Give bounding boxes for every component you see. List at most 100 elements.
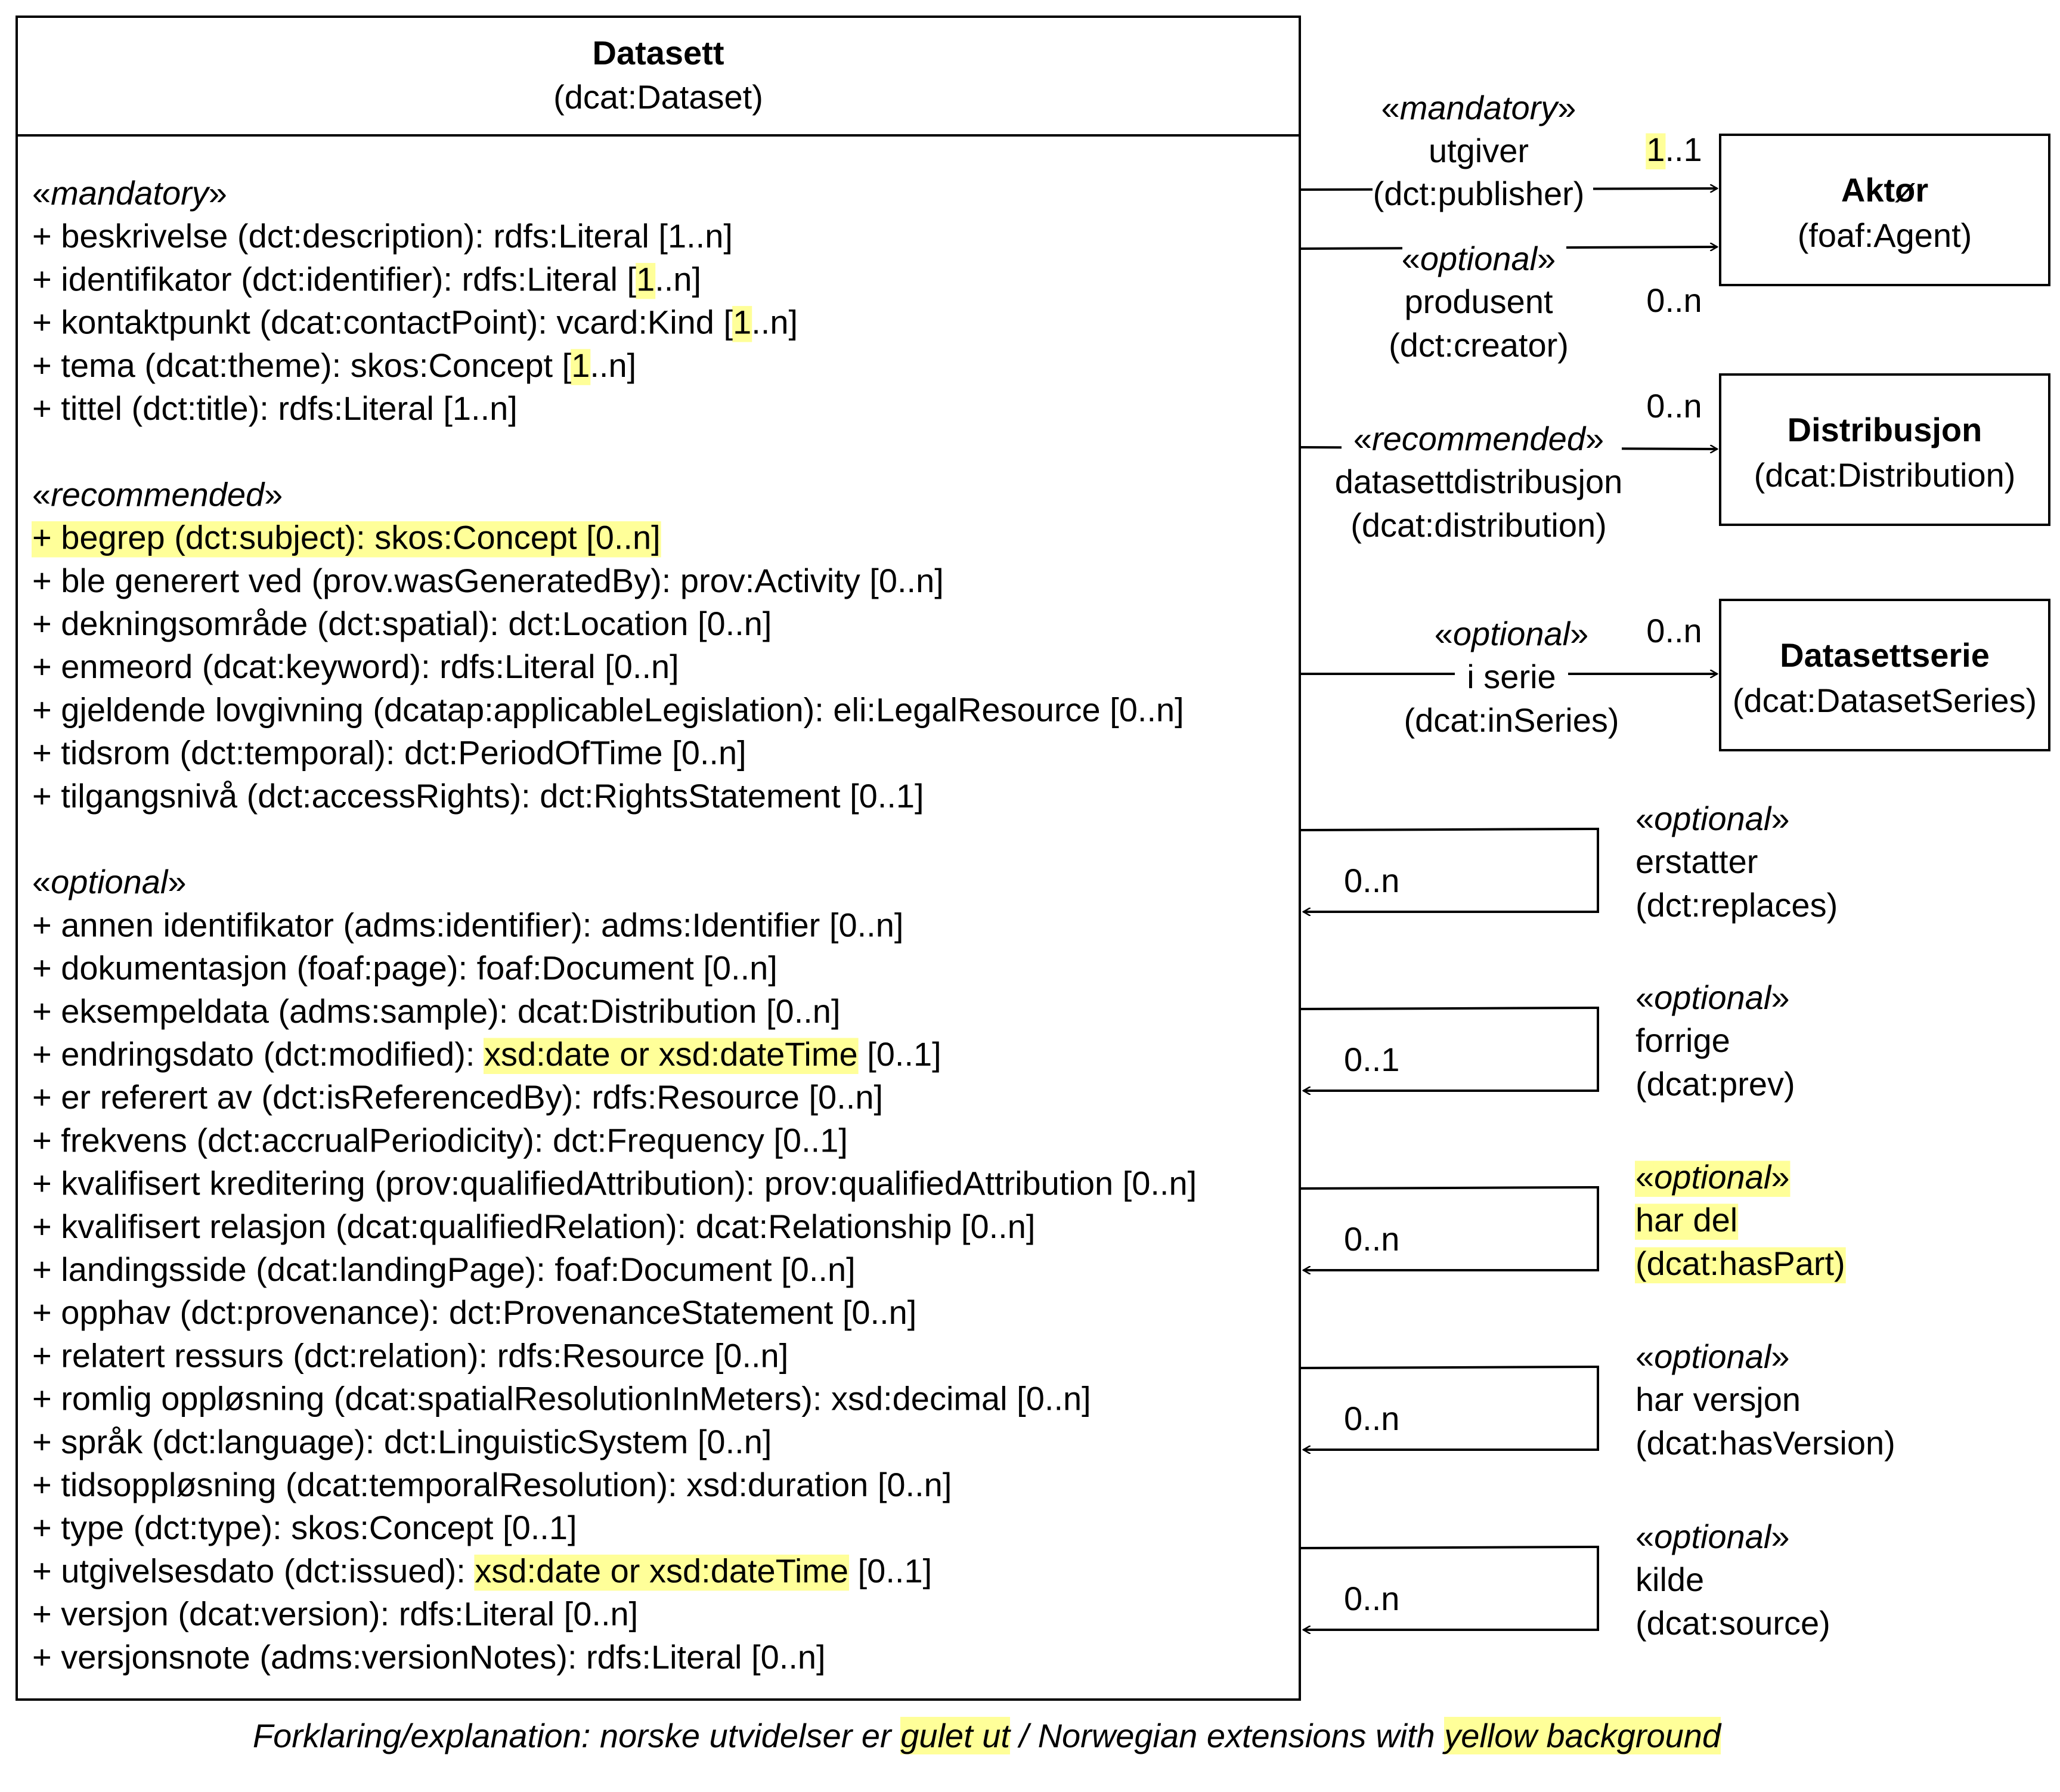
attribute-row: + relatert ressurs (dct:relation): rdfs:…	[32, 1336, 788, 1374]
stereotype-label: «recommended»	[32, 475, 283, 513]
svg-text:+ begrep (dct:subject): skos:C: + begrep (dct:subject): skos:Concept [0.…	[32, 519, 661, 556]
multiplicity-label: 0..n	[1344, 862, 1399, 899]
multiplicity-label: 0..1	[1344, 1041, 1399, 1078]
association-label: datasettdistribusjon	[1335, 463, 1623, 500]
class-title: Distribusjon	[1788, 411, 1982, 448]
attribute-row: + versjon (dcat:version): rdfs:Literal […	[32, 1595, 638, 1633]
svg-text:(dcat:Distribution): (dcat:Distribution)	[1754, 456, 2016, 494]
attribute-row: + eksempeldata (adms:sample): dcat:Distr…	[32, 992, 841, 1030]
svg-text:0..n: 0..n	[1344, 1580, 1399, 1617]
svg-text:+ endringsdato (dct:modified):: + endringsdato (dct:modified): xsd:date …	[32, 1035, 941, 1073]
svg-text:+ tidsrom (dct:temporal): dct:: + tidsrom (dct:temporal): dct:PeriodOfTi…	[32, 734, 746, 772]
svg-text:«optional»: «optional»	[1635, 979, 1789, 1016]
svg-text:+ kvalifisert relasjon (dcat:q: + kvalifisert relasjon (dcat:qualifiedRe…	[32, 1208, 1035, 1245]
attribute-row: + er referert av (dct:isReferencedBy): r…	[32, 1078, 883, 1116]
svg-text:«optional»: «optional»	[1402, 240, 1556, 277]
svg-text:+ versjonsnote (adms:versionNo: + versjonsnote (adms:versionNotes): rdfs…	[32, 1638, 826, 1676]
svg-text:+ dekningsområde (dct:spatial): + dekningsområde (dct:spatial): dct:Loca…	[32, 605, 772, 642]
svg-text:+ tidsoppløsning (dcat:tempora: + tidsoppløsning (dcat:temporalResolutio…	[32, 1466, 952, 1503]
svg-text:1..1: 1..1	[1646, 131, 1702, 168]
footnote-highlight-1: gulet ut	[900, 1717, 1010, 1754]
association-label: produsent	[1404, 283, 1553, 320]
svg-text:(dcat:distribution): (dcat:distribution)	[1350, 506, 1607, 544]
svg-text:+ gjeldende lovgivning (dcatap: + gjeldende lovgivning (dcatap:applicabl…	[32, 691, 1184, 728]
svg-text:produsent: produsent	[1404, 283, 1553, 320]
class-subtitle: (dcat:Distribution)	[1754, 456, 2016, 494]
svg-text:+ dokumentasjon (foaf:page): f: + dokumentasjon (foaf:page): foaf:Docume…	[32, 949, 777, 987]
svg-text:utgiver: utgiver	[1429, 132, 1529, 169]
svg-text:«mandatory»: «mandatory»	[32, 174, 227, 212]
dataset-class-box	[16, 16, 1301, 1701]
attribute-row: + versjonsnote (adms:versionNotes): rdfs…	[32, 1638, 826, 1676]
svg-text:«optional»: «optional»	[32, 863, 186, 900]
association-label: «optional»	[1635, 1518, 1789, 1555]
svg-text:Datasett: Datasett	[593, 34, 724, 72]
association-label: (dcat:hasVersion)	[1635, 1424, 1895, 1462]
svg-text:0..n: 0..n	[1344, 1400, 1399, 1437]
svg-text:(dcat:hasPart): (dcat:hasPart)	[1635, 1245, 1845, 1282]
prev-self-association	[1299, 1006, 1599, 1091]
svg-text:(dcat:source): (dcat:source)	[1635, 1604, 1830, 1642]
svg-text:i serie: i serie	[1467, 658, 1556, 695]
svg-text:+ tilgangsnivå (dct:accessRigh: + tilgangsnivå (dct:accessRights): dct:R…	[32, 777, 924, 815]
svg-text:0..1: 0..1	[1344, 1041, 1399, 1078]
svg-text:+ romlig oppløsning (dcat:spat: + romlig oppløsning (dcat:spatialResolut…	[32, 1380, 1091, 1417]
footnote-text-2: / Norwegian extensions with	[1009, 1717, 1445, 1754]
attribute-row: + kvalifisert relasjon (dcat:qualifiedRe…	[32, 1208, 1035, 1245]
attribute-row: + dekningsområde (dct:spatial): dct:Loca…	[32, 605, 772, 642]
svg-text:Datasettserie: Datasettserie	[1780, 636, 1990, 674]
svg-text:Aktør: Aktør	[1841, 171, 1928, 209]
association-label: i serie	[1467, 658, 1556, 695]
svg-text:erstatter: erstatter	[1635, 843, 1758, 880]
svg-text:(dct:publisher): (dct:publisher)	[1373, 175, 1585, 212]
svg-text:+ ble generert ved (prov.wasGe: + ble generert ved (prov.wasGeneratedBy)…	[32, 562, 944, 599]
multiplicity-label: 0..n	[1646, 612, 1702, 649]
attribute-row: + utgivelsesdato (dct:issued): xsd:date …	[32, 1552, 932, 1591]
svg-text:+ type (dct:type): skos:Concep: + type (dct:type): skos:Concept [0..1]	[32, 1509, 577, 1546]
svg-text:«recommended»: «recommended»	[32, 475, 283, 513]
class-subtitle: (foaf:Agent)	[1798, 216, 1972, 254]
association-label: har del	[1635, 1201, 1739, 1240]
svg-text:(dcat:inSeries): (dcat:inSeries)	[1404, 701, 1619, 739]
attribute-row: + opphav (dct:provenance): dct:Provenanc…	[32, 1293, 916, 1331]
stereotype-label: «mandatory»	[32, 174, 227, 212]
svg-text:(dcat:DatasetSeries): (dcat:DatasetSeries)	[1733, 682, 2037, 719]
svg-text:0..n: 0..n	[1344, 862, 1399, 899]
multiplicity-label: 0..n	[1344, 1580, 1399, 1617]
svg-text:+ frekvens (dct:accrualPeriodi: + frekvens (dct:accrualPeriodicity): dct…	[32, 1121, 848, 1159]
attribute-row: + tema (dcat:theme): skos:Concept [1..n]	[32, 346, 636, 385]
association-label: erstatter	[1635, 843, 1758, 880]
attribute-row: + språk (dct:language): dct:LinguisticSy…	[32, 1423, 772, 1460]
class-subtitle: (dcat:Dataset)	[553, 78, 763, 116]
has-version-self-association	[1299, 1365, 1599, 1450]
attribute-row: + kontaktpunkt (dcat:contactPoint): vcar…	[32, 304, 798, 342]
association-label: «optional»	[1635, 979, 1789, 1016]
svg-text:+ utgivelsesdato (dct:issued):: + utgivelsesdato (dct:issued): xsd:date …	[32, 1552, 932, 1589]
svg-text:«optional»: «optional»	[1635, 1518, 1789, 1555]
association-label: «mandatory»	[1381, 89, 1576, 126]
association-label: forrige	[1635, 1022, 1730, 1059]
association-label: utgiver	[1429, 132, 1529, 169]
svg-text:(dct:creator): (dct:creator)	[1389, 326, 1569, 364]
source-self-association	[1299, 1545, 1599, 1630]
svg-text:+ er referert av (dct:isRefere: + er referert av (dct:isReferencedBy): r…	[32, 1078, 883, 1116]
attribute-row: + kvalifisert kreditering (prov:qualifie…	[32, 1165, 1197, 1202]
association-label: «optional»	[1635, 1338, 1789, 1375]
svg-text:(foaf:Agent): (foaf:Agent)	[1798, 216, 1972, 254]
has-part-self-association	[1299, 1186, 1599, 1270]
svg-text:(dcat:hasVersion): (dcat:hasVersion)	[1635, 1424, 1895, 1462]
attribute-row: + dokumentasjon (foaf:page): foaf:Docume…	[32, 949, 777, 987]
class-title: Datasettserie	[1780, 636, 1990, 674]
attribute-row: + identifikator (dct:identifier): rdfs:L…	[32, 260, 701, 299]
attribute-row: + landingsside (dcat:landingPage): foaf:…	[32, 1251, 856, 1288]
attribute-row: + romlig oppløsning (dcat:spatialResolut…	[32, 1380, 1091, 1417]
svg-text:+ annen identifikator (adms:id: + annen identifikator (adms:identifier):…	[32, 906, 903, 943]
svg-text:+ språk (dct:language): dct:Li: + språk (dct:language): dct:LinguisticSy…	[32, 1423, 772, 1460]
association-label: «optional»	[1402, 240, 1556, 277]
attribute-row: + tilgangsnivå (dct:accessRights): dct:R…	[32, 777, 924, 815]
svg-text:+ versjon (dcat:version): rdfs: + versjon (dcat:version): rdfs:Literal […	[32, 1595, 638, 1633]
attribute-row: + beskrivelse (dct:description): rdfs:Li…	[32, 217, 733, 255]
svg-text:«optional»: «optional»	[1635, 1338, 1789, 1375]
svg-text:Distribusjon: Distribusjon	[1788, 411, 1982, 448]
association-label: «recommended»	[1353, 420, 1604, 457]
